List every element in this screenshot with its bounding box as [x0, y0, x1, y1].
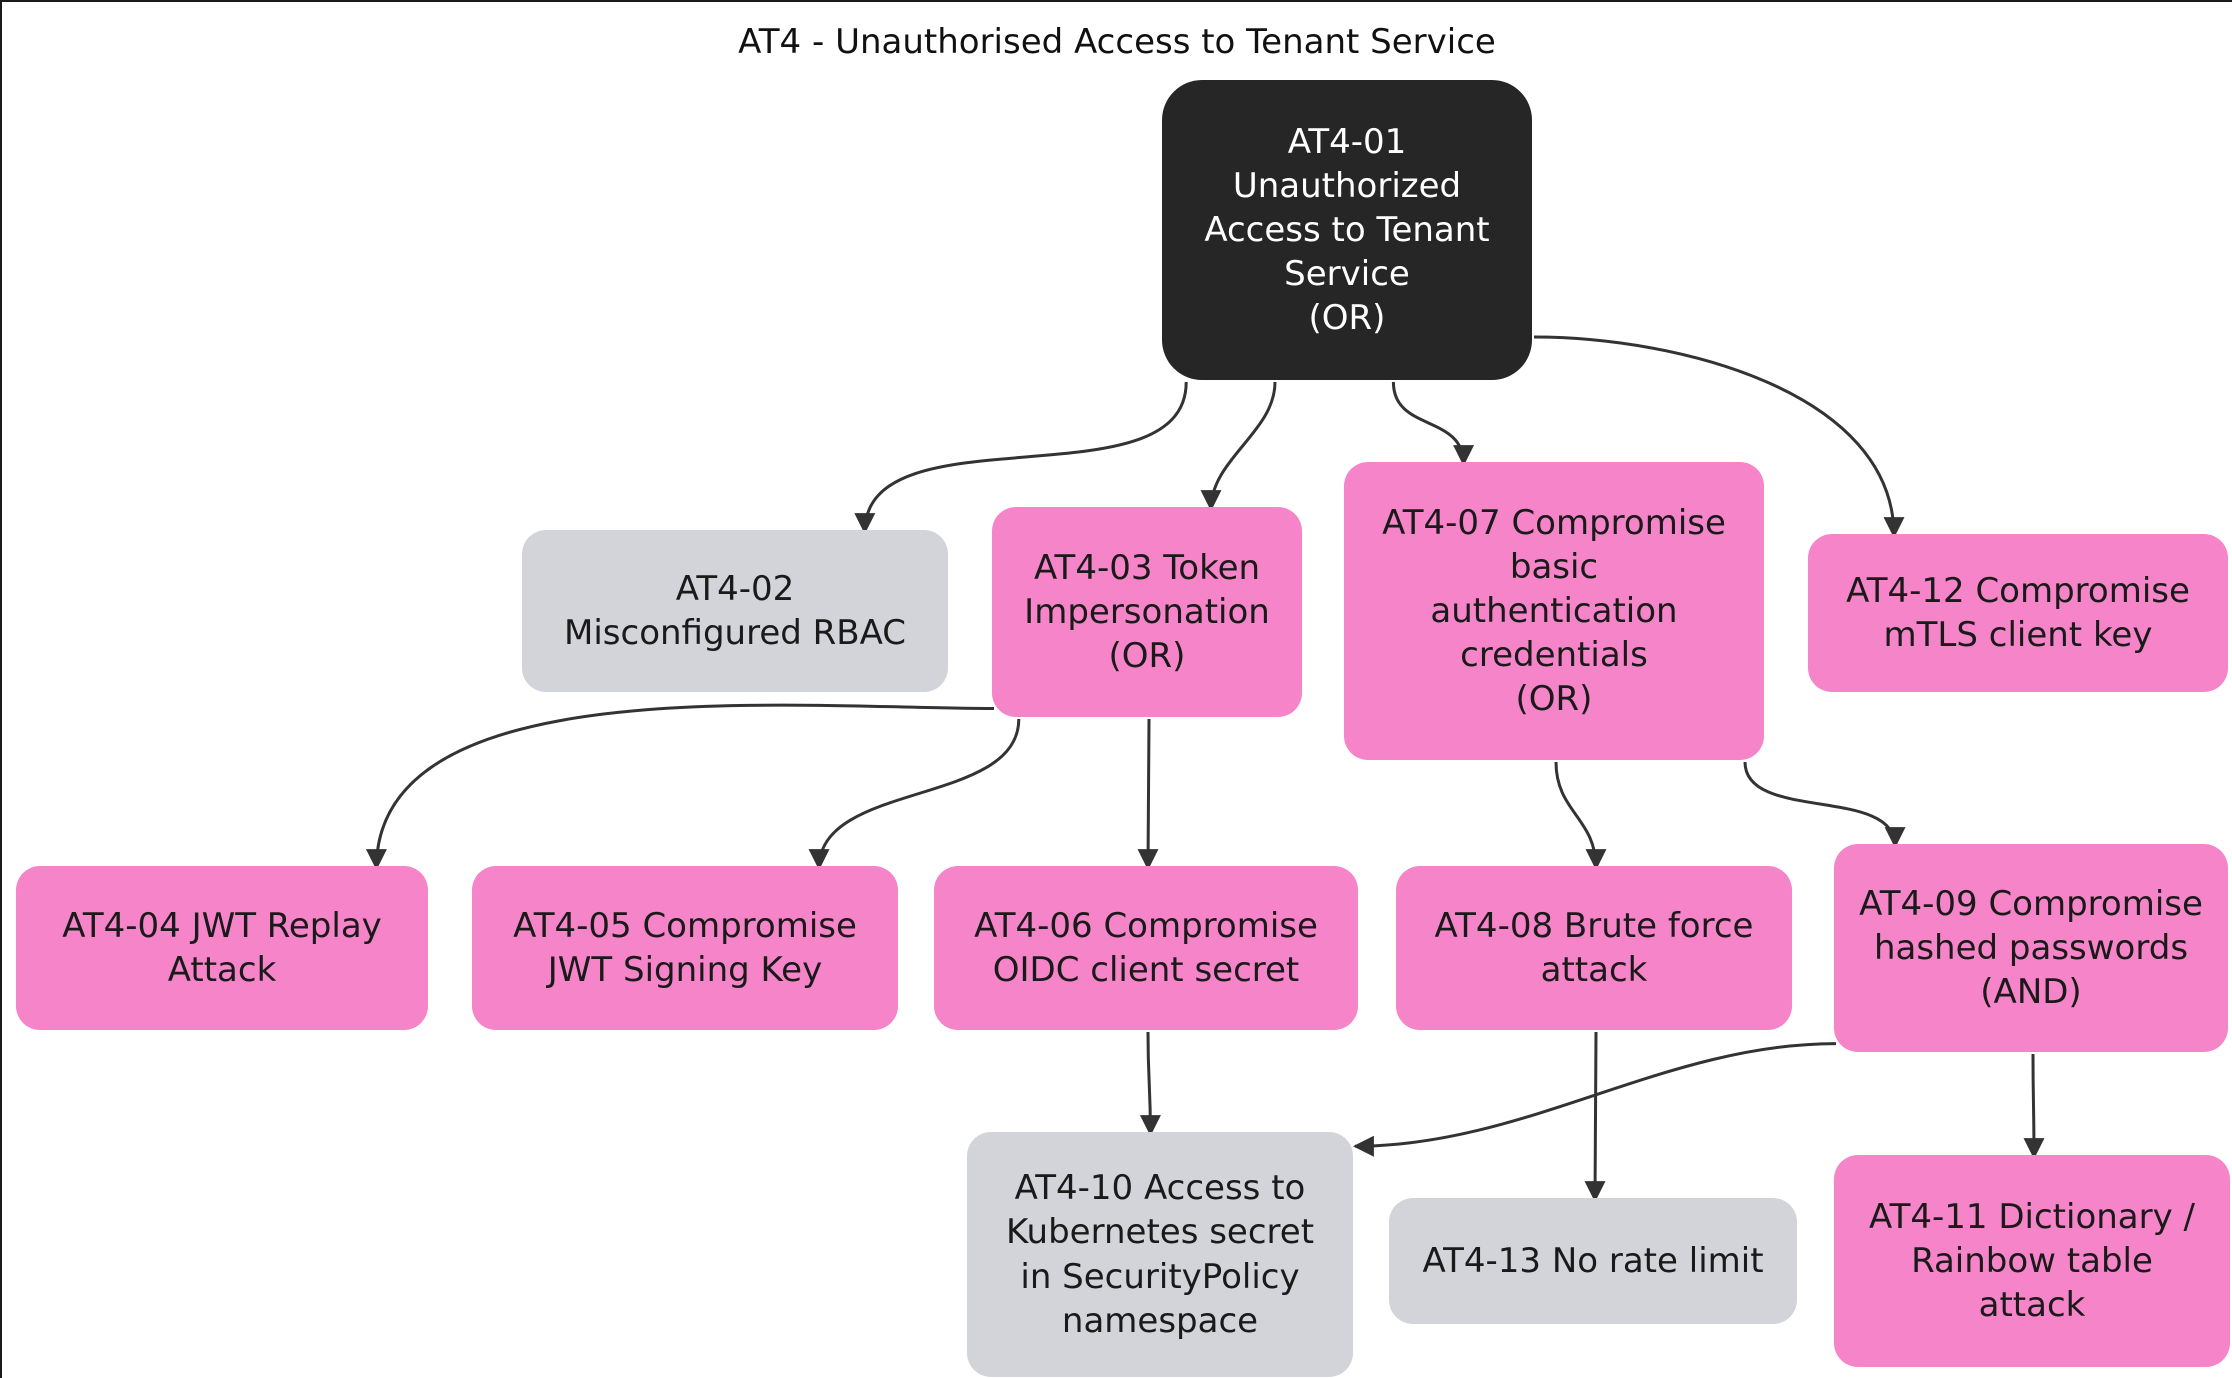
edge-at4-07-to-at4-09 [1743, 761, 1906, 849]
edge-at4-09-to-at4-11 [2023, 1053, 2045, 1160]
node-at4-10-kubernetes-secret: AT4-10 Access to Kubernetes secret in Se… [967, 1132, 1353, 1377]
edge-at4-01-to-at4-03 [1200, 381, 1277, 512]
edge-at4-03-to-at4-06 [1137, 718, 1159, 871]
node-at4-08-brute-force-attack: AT4-08 Brute force attack [1396, 866, 1792, 1030]
node-at4-03-token-impersonation: AT4-03 Token Impersonation (OR) [992, 507, 1302, 717]
node-at4-12-mtls-client-key: AT4-12 Compromise mTLS client key [1808, 534, 2228, 692]
node-at4-01-unauthorized-access-root: AT4-01 Unauthorized Access to Tenant Ser… [1162, 80, 1532, 380]
edge-at4-08-to-at4-13 [1584, 1031, 1606, 1203]
edge-at4-09-to-at4-10 [1352, 1042, 1837, 1157]
edge-at4-03-to-at4-05 [808, 718, 1021, 871]
node-at4-05-jwt-signing-key: AT4-05 Compromise JWT Signing Key [472, 866, 898, 1030]
node-at4-09-hashed-passwords: AT4-09 Compromise hashed passwords (AND) [1834, 844, 2228, 1052]
edge-at4-06-to-at4-10 [1139, 1031, 1161, 1137]
node-at4-02-misconfigured-rbac: AT4-02 Misconfigured RBAC [522, 530, 948, 692]
node-at4-13-no-rate-limit: AT4-13 No rate limit [1389, 1198, 1797, 1324]
node-at4-11-dictionary-rainbow-attack: AT4-11 Dictionary / Rainbow table attack [1834, 1155, 2230, 1367]
node-at4-06-oidc-client-secret: AT4-06 Compromise OIDC client secret [934, 866, 1358, 1030]
node-at4-04-jwt-replay-attack: AT4-04 JWT Replay Attack [16, 866, 428, 1030]
edge-at4-01-to-at4-07 [1391, 381, 1475, 467]
diagram-title: AT4 - Unauthorised Access to Tenant Serv… [738, 22, 1496, 62]
node-at4-07-basic-auth-credentials: AT4-07 Compromise basic authentication c… [1344, 462, 1764, 760]
edge-at4-07-to-at4-08 [1554, 761, 1607, 871]
edge-at4-03-to-at4-04 [365, 703, 995, 871]
